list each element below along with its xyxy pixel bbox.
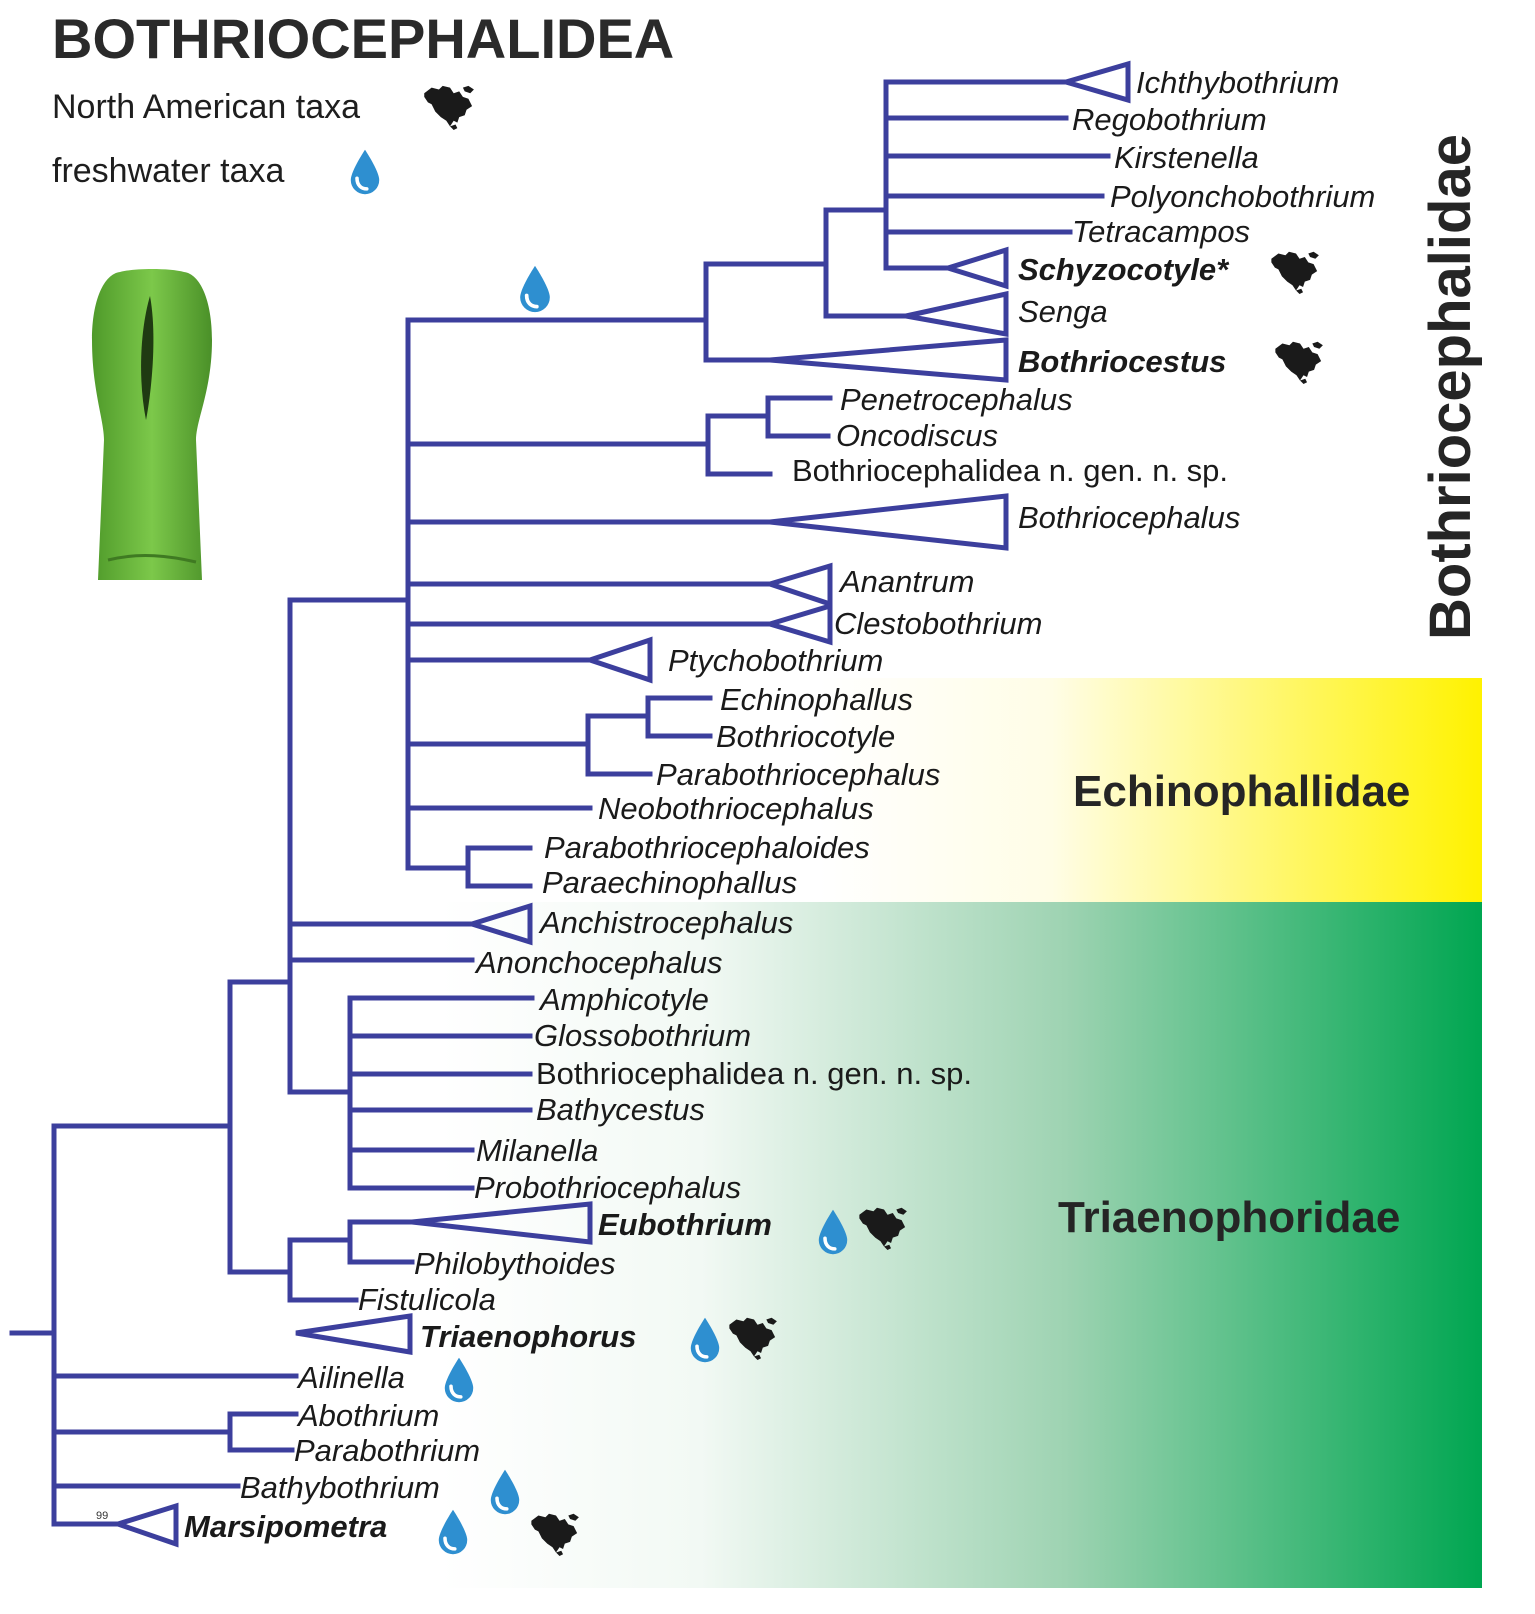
- taxon-label: Bothriocestus: [1018, 344, 1226, 379]
- clade-bothriocestus: [769, 337, 1009, 383]
- taxon-label: Anonchocephalus: [474, 945, 722, 980]
- clade-ichthybothrium: [1057, 60, 1131, 104]
- clade-marsipometra: [109, 1502, 179, 1548]
- taxon-label: Bathybothrium: [240, 1470, 440, 1505]
- taxon-label: Parabothrium: [294, 1433, 480, 1468]
- taxon-label: Bothriocephalus: [1018, 500, 1240, 535]
- taxon-label: Glossobothrium: [534, 1018, 751, 1053]
- family-echinophallidae-label: Echinophallidae: [1073, 767, 1410, 816]
- family-triaenophoridae-label: Triaenophoridae: [1058, 1193, 1400, 1242]
- taxon-label: Parabothriocephaloides: [544, 830, 870, 865]
- taxon-label: Milanella: [476, 1133, 598, 1168]
- clade-ptychobothrium: [582, 636, 653, 684]
- taxon-label: Polyonchobothrium: [1110, 179, 1375, 214]
- taxon-label: Kirstenella: [1114, 140, 1259, 175]
- north-america-icon: [424, 85, 474, 130]
- taxon-label: Abothrium: [296, 1398, 439, 1433]
- taxon-label: Clestobothrium: [834, 606, 1042, 641]
- taxon-label: Oncodiscus: [836, 418, 998, 453]
- taxon-label: Anantrum: [838, 564, 974, 599]
- taxon-label: Parabothriocephalus: [656, 757, 940, 792]
- taxon-label: Schyzocotyle*: [1018, 252, 1230, 287]
- clade-senga: [905, 290, 1009, 337]
- figure-title: BOTHRIOCEPHALIDEA: [52, 7, 674, 70]
- clade-eubothrium: [411, 1201, 593, 1245]
- taxon-label: Penetrocephalus: [840, 382, 1073, 417]
- legend-north-american-label: North American taxa: [52, 88, 360, 126]
- taxon-label: Regobothrium: [1072, 102, 1267, 137]
- water-drop-icon: [348, 148, 382, 196]
- taxon-label: Eubothrium: [598, 1207, 772, 1242]
- taxon-label: Bothriocephalidea n. gen. n. sp.: [792, 453, 1228, 488]
- taxon-label: Neobothriocephalus: [598, 791, 874, 826]
- taxon-label: Ptychobothrium: [668, 643, 883, 678]
- clade-anantrum: [761, 562, 833, 608]
- taxon-label: Ailinella: [296, 1360, 405, 1395]
- north-america-icon: [1275, 341, 1323, 384]
- triaenophoridae-band: [440, 902, 1482, 1588]
- legend-freshwater-label: freshwater taxa: [52, 152, 285, 190]
- taxon-label: Senga: [1018, 294, 1108, 329]
- tree-branches: [9, 79, 1111, 1527]
- family-bothriocephalidae-label: Bothriocephalidae: [1418, 134, 1483, 640]
- taxon-label: Anchistrocephalus: [538, 905, 793, 940]
- clade-clestobothrium: [761, 602, 833, 646]
- taxon-label: Triaenophorus: [420, 1319, 636, 1354]
- taxon-label: Tetracampos: [1072, 214, 1250, 249]
- taxon-label: Philobythoides: [414, 1246, 616, 1281]
- clade-triaenophorus: [295, 1313, 413, 1355]
- taxon-label: Ichthybothrium: [1136, 65, 1339, 100]
- taxon-label: Paraechinophallus: [542, 865, 797, 900]
- support-value: 99: [96, 1510, 108, 1522]
- clade-schyzocotyle: [939, 246, 1009, 290]
- water-drop-icon: [518, 264, 552, 314]
- taxon-label: Probothriocephalus: [474, 1170, 741, 1205]
- clade-bothriocephalus: [769, 493, 1009, 551]
- taxon-label: Echinophallus: [720, 682, 913, 717]
- taxon-label: Fistulicola: [358, 1282, 496, 1317]
- north-america-icon: [1271, 251, 1319, 294]
- clade-anchistrocephalus: [463, 902, 533, 946]
- taxon-label: Bothriocotyle: [716, 719, 895, 754]
- collapsed-clades: [109, 60, 1131, 1548]
- taxon-label: Bathycestus: [536, 1092, 705, 1127]
- taxon-label: Amphicotyle: [538, 982, 709, 1017]
- echinophallidae-band: [820, 678, 1482, 902]
- taxon-labels: Ichthybothrium Regobothrium Kirstenella …: [184, 65, 1375, 1544]
- scolex-image: [92, 269, 212, 580]
- taxon-label: Bothriocephalidea n. gen. n. sp.: [536, 1056, 972, 1091]
- taxon-label: Marsipometra: [184, 1509, 387, 1544]
